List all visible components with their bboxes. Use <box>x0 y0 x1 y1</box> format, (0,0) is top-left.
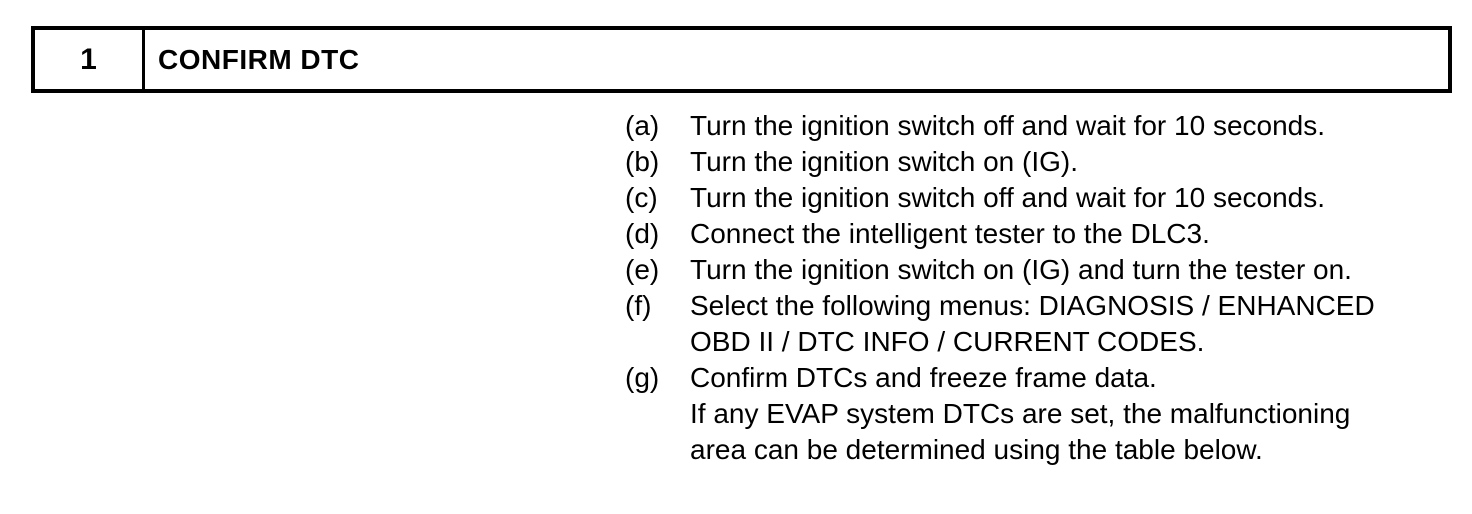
instruction-label: (b) <box>625 146 660 177</box>
instruction-text: Select the following menus: DIAGNOSIS / … <box>690 290 1375 357</box>
instruction-label: (f) <box>625 290 652 321</box>
instruction-label: (e) <box>625 254 660 285</box>
instruction-label: (g) <box>625 362 660 393</box>
instruction-label: (a) <box>625 110 660 141</box>
instruction-item: (a) Turn the ignition switch off and wai… <box>625 108 1447 144</box>
step-header: 1 CONFIRM DTC <box>31 26 1452 93</box>
instruction-label: (d) <box>625 218 660 249</box>
instruction-text: Turn the ignition switch on (IG). <box>690 146 1079 177</box>
step-number: 1 <box>35 30 145 89</box>
instruction-item: (e) Turn the ignition switch on (IG) and… <box>625 252 1447 288</box>
instruction-list: (a) Turn the ignition switch off and wai… <box>625 108 1447 468</box>
step-title: CONFIRM DTC <box>158 43 360 75</box>
instruction-item: (g) Confirm DTCs and freeze frame data. … <box>625 360 1447 468</box>
instruction-text: Connect the intelligent tester to the DL… <box>690 218 1210 249</box>
instruction-text: Turn the ignition switch off and wait fo… <box>690 182 1326 213</box>
instruction-item: (b) Turn the ignition switch on (IG). <box>625 144 1447 180</box>
instruction-text: Turn the ignition switch on (IG) and tur… <box>690 254 1352 285</box>
instruction-text: Confirm DTCs and freeze frame data. If a… <box>690 362 1351 465</box>
instruction-text: Turn the ignition switch off and wait fo… <box>690 110 1326 141</box>
instruction-item: (f) Select the following menus: DIAGNOSI… <box>625 288 1447 360</box>
instruction-item: (d) Connect the intelligent tester to th… <box>625 216 1447 252</box>
instruction-item: (c) Turn the ignition switch off and wai… <box>625 180 1447 216</box>
instruction-label: (c) <box>625 182 658 213</box>
